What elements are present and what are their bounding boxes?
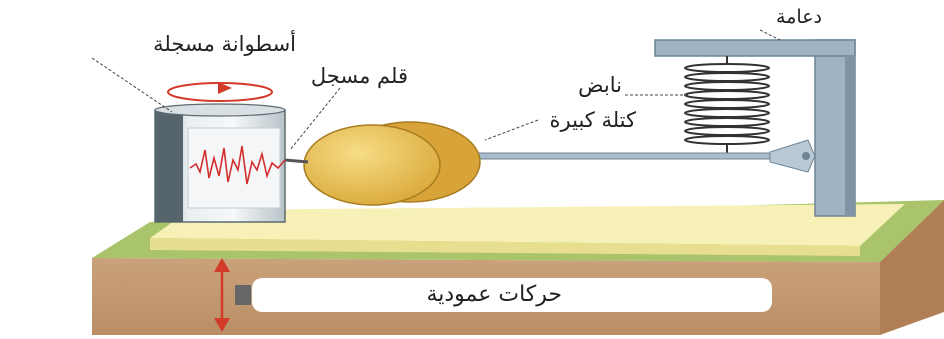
recording-pen-label: قلم مسجل xyxy=(228,66,408,87)
large-mass xyxy=(304,122,480,205)
drum-paper xyxy=(188,128,280,208)
support-label: دعامة xyxy=(712,8,822,27)
support-post-shade xyxy=(845,56,855,216)
recording-drum xyxy=(155,82,285,222)
mass-front xyxy=(304,125,440,205)
recording-drum-label: أسطوانة مسجلة xyxy=(6,34,296,55)
spring xyxy=(685,56,769,156)
spring-label: نابض xyxy=(542,75,622,96)
drum-left-face xyxy=(155,110,183,222)
drum-top xyxy=(155,104,285,116)
pendulum-arm xyxy=(470,140,815,172)
support-beam xyxy=(655,40,855,56)
recording-pen xyxy=(285,160,308,162)
hinge-pin xyxy=(802,152,810,160)
large-mass-label: كتلة كبيرة xyxy=(486,110,636,131)
arm-rod xyxy=(470,153,785,159)
vertical-movements-label: حركات عمودية xyxy=(262,284,562,306)
